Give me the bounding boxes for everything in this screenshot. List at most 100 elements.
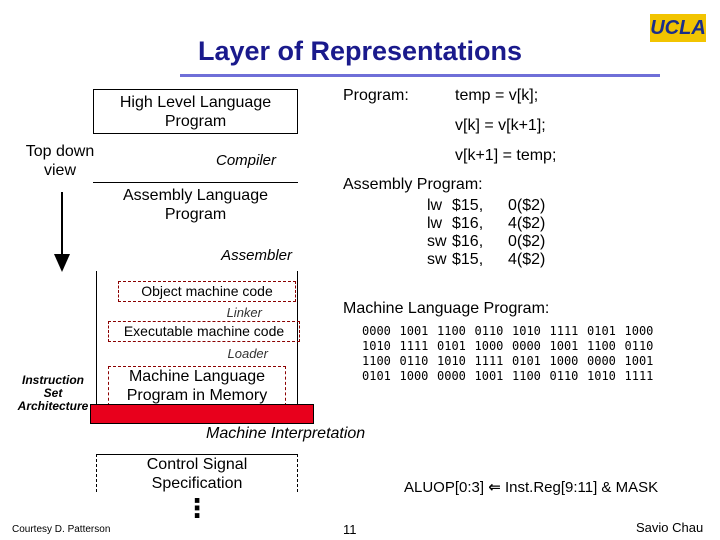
bit-group: 0000 <box>437 369 466 383</box>
bit-group: 0000 <box>362 324 391 338</box>
bit-group: 1010 <box>437 354 466 368</box>
bit-group: 1000 <box>549 354 579 368</box>
bit-group: 0110 <box>624 339 654 353</box>
bit-group: 0101 <box>362 369 391 383</box>
isa-line-3: Architecture <box>17 399 89 413</box>
machine-code-listing: 0000 1001 1100 0110 1010 1111 0101 1000 1010 111… <box>362 324 662 384</box>
bit-group: 0110 <box>549 369 579 383</box>
machine-language-memory-box: Machine Language Program in Memory <box>108 366 286 406</box>
author-name: Savio Chau <box>636 520 704 535</box>
isa-line-1: Instruction <box>22 373 84 387</box>
bit-group: 1000 <box>399 369 429 383</box>
aluop-statement: ALUOP[0:3] ⇐ Inst.Reg[9:11] & MASK <box>404 478 658 496</box>
machine-memory-line-1: Machine Language <box>128 368 266 385</box>
asm-reg: $16, <box>452 233 484 250</box>
machine-code-row: 1010 1111 0101 1000 0000 1001 1100 0110 <box>362 339 662 354</box>
bit-group: 1001 <box>474 369 504 383</box>
asm-addr: 4($2) <box>508 251 546 268</box>
bit-group: 1001 <box>399 324 429 338</box>
high-level-line-2: Program <box>164 112 227 130</box>
page-number: 11 <box>343 522 357 537</box>
assembly-program-listing: lw $15, 0($2) lw $16, 4($2) sw $16, 0($2) sw $1… <box>427 197 545 269</box>
bit-group: 0101 <box>587 324 616 338</box>
assembly-row: sw $16, 0($2) <box>427 233 545 251</box>
asm-reg: $16, <box>452 215 484 232</box>
program-line-1: temp = v[k]; <box>455 87 539 104</box>
assembly-row: lw $15, 0($2) <box>427 197 545 215</box>
bit-group: 0000 <box>512 339 541 353</box>
bit-group: 1100 <box>362 354 391 368</box>
continuation-ellipsis: ⋮ <box>184 493 210 523</box>
control-signal-box: Control Signal Specification <box>96 454 298 492</box>
machine-code-row: 0000 1001 1100 0110 1010 1111 0101 1000 <box>362 324 662 339</box>
bit-group: 1001 <box>549 339 579 353</box>
assembler-label: Assembler <box>221 247 292 264</box>
compiler-label: Compiler <box>215 152 276 169</box>
bit-group: 1111 <box>549 324 579 338</box>
bit-group: 0110 <box>399 354 429 368</box>
asm-addr: 0($2) <box>508 233 546 250</box>
bit-group: 1010 <box>587 369 616 383</box>
machine-memory-line-2: Program in Memory <box>126 387 268 404</box>
bit-group: 1000 <box>474 339 504 353</box>
asm-reg: $15, <box>452 197 484 214</box>
asm-op: lw <box>427 197 443 214</box>
high-level-language-box: High Level Language Program <box>93 89 298 134</box>
assembly-line-1: Assembly Language <box>123 187 268 204</box>
top-down-label: Top down view <box>14 142 106 180</box>
page-title: Layer of Representations <box>197 36 523 66</box>
bit-group: 1001 <box>624 354 654 368</box>
loader-label: Loader <box>227 346 268 361</box>
bit-group: 1111 <box>624 369 654 383</box>
assembly-program-label: Assembly Program: <box>343 176 483 193</box>
bit-group: 1100 <box>587 339 616 353</box>
bit-group: 0110 <box>474 324 504 338</box>
high-level-line-1: High Level Language <box>119 93 272 111</box>
top-down-line-1: Top down <box>25 143 95 160</box>
isa-boundary-bar <box>90 404 314 424</box>
control-signal-line-2: Specification <box>151 474 243 492</box>
bit-group: 0101 <box>512 354 541 368</box>
machine-interpretation-label: Machine Interpretation <box>206 425 366 442</box>
assembly-row: lw $16, 4($2) <box>427 215 545 233</box>
asm-op: sw <box>427 251 447 268</box>
bit-group: 0101 <box>437 339 466 353</box>
courtesy-note: Courtesy D. Patterson <box>12 524 111 535</box>
machine-program-label: Machine Language Program: <box>343 300 550 317</box>
bit-group: 1000 <box>624 324 654 338</box>
left-arrow-icon: ⇐ <box>488 479 501 496</box>
bit-group: 1100 <box>437 324 466 338</box>
executable-code-box: Executable machine code <box>108 321 300 342</box>
bit-group: 1010 <box>512 324 541 338</box>
bit-group: 0000 <box>587 354 616 368</box>
bit-group: 1111 <box>474 354 504 368</box>
linker-label: Linker <box>226 305 262 320</box>
asm-op: lw <box>427 215 443 232</box>
assembly-line-2: Program <box>164 206 227 223</box>
program-line-2: v[k] = v[k+1]; <box>455 117 546 134</box>
top-down-line-2: view <box>43 162 76 179</box>
program-label: Program: <box>343 87 409 104</box>
title-underline <box>180 74 660 77</box>
top-down-arrow-icon <box>54 192 70 272</box>
bit-group: 1100 <box>512 369 541 383</box>
machine-code-row: 0101 1000 0000 1001 1100 0110 1010 1111 <box>362 369 662 384</box>
isa-label: Instruction Set Architecture <box>8 374 98 413</box>
control-signal-line-1: Control Signal <box>146 455 248 473</box>
aluop-right: Inst.Reg[9:11] & MASK <box>504 479 659 496</box>
asm-addr: 0($2) <box>508 197 546 214</box>
assembly-language-box: Assembly Language Program <box>93 182 298 227</box>
aluop-left: ALUOP[0:3] <box>404 479 485 496</box>
asm-reg: $15, <box>452 251 484 268</box>
ucla-logo: UCLA <box>650 14 706 42</box>
program-line-3: v[k+1] = temp; <box>455 147 557 164</box>
bit-group: 1010 <box>362 339 391 353</box>
isa-line-2: Set <box>43 386 63 400</box>
machine-code-row: 1100 0110 1010 1111 0101 1000 0000 1001 <box>362 354 662 369</box>
assembly-row: sw $15, 4($2) <box>427 251 545 269</box>
object-code-group <box>96 271 298 406</box>
object-code-box: Object machine code <box>118 281 296 302</box>
asm-op: sw <box>427 233 447 250</box>
bit-group: 1111 <box>399 339 429 353</box>
asm-addr: 4($2) <box>508 215 546 232</box>
